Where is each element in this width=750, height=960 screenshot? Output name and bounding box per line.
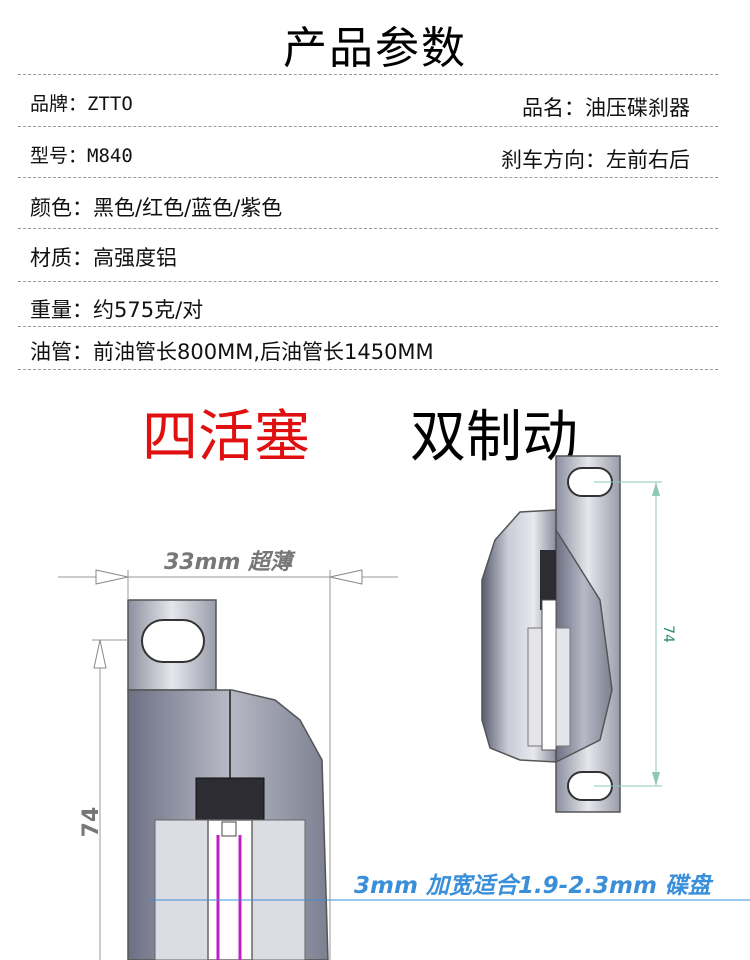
- height-label-left: 74: [79, 807, 104, 838]
- spec-row-hose: 油管：前油管长800MM,后油管长1450MM: [18, 326, 718, 370]
- width-dimension: 33mm 超薄: [58, 550, 398, 960]
- spec-direction: 刹车方向：左前右后: [501, 148, 690, 172]
- spec-row-weight: 重量：约575克/对: [18, 281, 718, 326]
- spec-row-model: 型号：M840 刹车方向：左前右后: [18, 126, 718, 177]
- right-caliper: [481, 455, 621, 813]
- right-height-dimension: 74: [594, 481, 676, 787]
- spec-model: 型号：M840: [30, 145, 133, 167]
- left-height-dimension: 74: [79, 639, 128, 960]
- width-label: 33mm 超薄: [164, 550, 296, 575]
- spec-weight: 重量：约575克/对: [30, 298, 204, 322]
- headline-four-piston: 四活塞: [142, 405, 310, 470]
- left-caliper: [127, 599, 329, 960]
- spec-table: 品牌：ZTTO 品名：油压碟刹器 型号：M840 刹车方向：左前右后 颜色：黑色…: [18, 74, 718, 370]
- spec-row-material: 材质：高强度铝: [18, 228, 718, 281]
- height-label-right: 74: [660, 625, 676, 643]
- spec-brand: 品牌：ZTTO: [30, 93, 133, 115]
- disc-annotation: 3mm 加宽适合1.9-2.3mm 碟盘: [150, 872, 750, 901]
- spec-name: 品名：油压碟刹器: [522, 96, 690, 120]
- spec-row-brand: 品牌：ZTTO 品名：油压碟刹器: [18, 74, 718, 126]
- disc-label: 3mm 加宽适合1.9-2.3mm 碟盘: [354, 872, 714, 899]
- spec-color: 颜色：黑色/红色/蓝色/紫色: [30, 196, 283, 220]
- page-title: 产品参数: [283, 23, 467, 74]
- spec-row-color: 颜色：黑色/红色/蓝色/紫色: [18, 177, 718, 228]
- spec-hose: 油管：前油管长800MM,后油管长1450MM: [30, 340, 434, 364]
- spec-material: 材质：高强度铝: [30, 246, 177, 270]
- headline-dual-brake: 双制动: [410, 405, 578, 470]
